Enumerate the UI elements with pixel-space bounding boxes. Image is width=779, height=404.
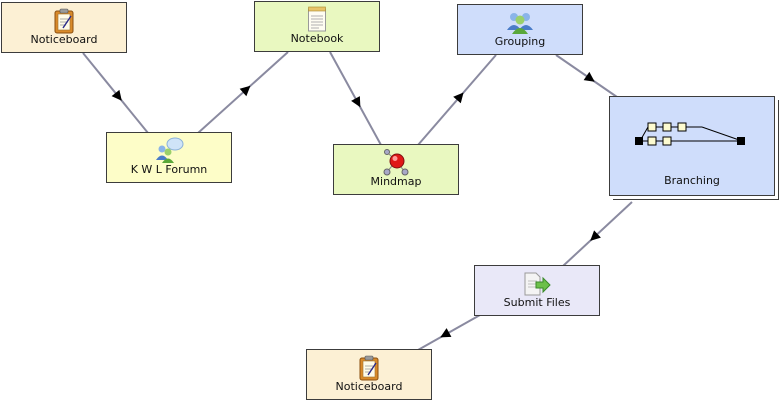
arrowhead: [583, 71, 595, 82]
activity-noticeboard[interactable]: Noticeboard: [306, 349, 432, 400]
forum-speech-bubble-icon: [156, 137, 184, 163]
activity-notebook[interactable]: Notebook: [254, 1, 380, 52]
connector-notebook-to-mindmap: [329, 51, 382, 146]
user-group-icon: [507, 13, 533, 34]
activity-label: Noticeboard: [30, 33, 98, 46]
activity-submit-files[interactable]: Submit Files: [474, 265, 600, 316]
activity-label: Mindmap: [370, 175, 422, 188]
activity-grouping[interactable]: Grouping: [457, 4, 583, 55]
activity-branching[interactable]: Branching: [609, 96, 775, 196]
activity-label: Notebook: [290, 32, 344, 45]
activity-label: Submit Files: [503, 296, 571, 309]
notepad-icon: [308, 6, 326, 32]
mindmap-nodes-icon: [383, 149, 409, 176]
arrowhead: [590, 230, 601, 241]
activity-label: K W L Forumn: [130, 163, 208, 176]
activity-label: Branching: [664, 174, 720, 187]
activity-noticeboard[interactable]: Noticeboard: [1, 2, 127, 53]
noticeboard-clipboard-icon: [54, 8, 74, 34]
activity-label: Noticeboard: [335, 380, 403, 393]
arrowhead: [239, 85, 251, 97]
noticeboard-clipboard-icon: [359, 355, 379, 381]
arrowhead: [440, 328, 452, 338]
activity-mindmap[interactable]: Mindmap: [333, 144, 459, 195]
arrowhead: [453, 92, 464, 104]
arrowhead: [351, 96, 361, 108]
file-submit-arrow-icon: [524, 272, 551, 296]
activity-kwl-forum[interactable]: K W L Forumn: [106, 132, 232, 183]
arrowhead: [111, 89, 122, 101]
activity-label: Grouping: [494, 35, 546, 48]
branching-flow-icon: [635, 122, 745, 146]
